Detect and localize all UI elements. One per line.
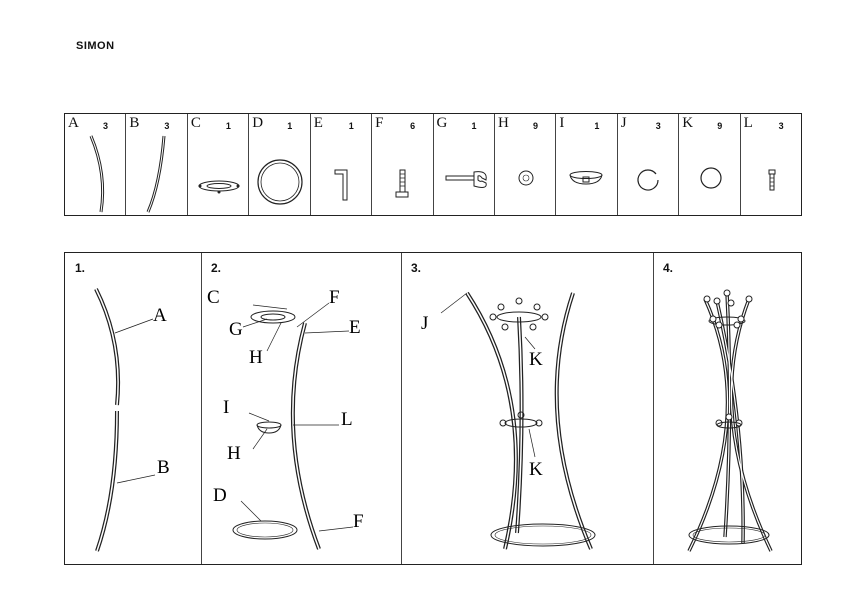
center-upright bbox=[515, 316, 524, 534]
assembly-steps: 1. A B 2. bbox=[64, 252, 802, 565]
label-g: G bbox=[229, 319, 243, 340]
part-cell-k: K 9 bbox=[679, 114, 741, 215]
label-k-top: K bbox=[529, 349, 543, 370]
part-cell-e: E 1 bbox=[311, 114, 373, 215]
assembled-coat-stand bbox=[687, 289, 773, 552]
part-cell-c: C 1 bbox=[188, 114, 250, 215]
part-letter: K bbox=[682, 115, 694, 131]
step-number: 2. bbox=[211, 261, 222, 275]
step-2-diagram: C F G E H I L H D F bbox=[207, 287, 364, 550]
part-quantity: 3 bbox=[655, 121, 661, 131]
step-4-panel: 4. bbox=[653, 253, 803, 564]
hook-ball-icon bbox=[700, 167, 722, 189]
base-ring bbox=[490, 523, 596, 547]
label-f-bottom: F bbox=[353, 511, 364, 532]
screw-icon bbox=[768, 169, 776, 191]
curved-tube-a bbox=[94, 288, 121, 406]
middle-hub-icon bbox=[569, 171, 603, 185]
part-letter: E bbox=[313, 115, 323, 131]
label-d: D bbox=[213, 485, 227, 506]
step-3-diagram: J K K bbox=[421, 291, 596, 550]
part-letter: D bbox=[252, 115, 264, 131]
step-3-panel: 3. bbox=[401, 253, 654, 564]
label-f-top: F bbox=[329, 287, 340, 308]
middle-hub bbox=[256, 421, 282, 434]
step-1-panel: 1. A B bbox=[65, 253, 202, 564]
wrench-icon bbox=[445, 171, 487, 188]
part-letter: L bbox=[743, 115, 753, 131]
right-upright bbox=[554, 292, 593, 550]
end-cap-icon bbox=[637, 169, 659, 191]
part-cell-f: F 6 bbox=[372, 114, 434, 215]
part-quantity: 1 bbox=[594, 121, 600, 131]
left-upright bbox=[465, 291, 518, 550]
base-ring bbox=[232, 520, 298, 540]
label-i: I bbox=[223, 397, 229, 418]
part-quantity: 9 bbox=[717, 121, 723, 131]
washer-icon bbox=[518, 170, 534, 186]
part-quantity: 3 bbox=[103, 121, 109, 131]
part-quantity: 1 bbox=[287, 121, 293, 131]
part-quantity: 1 bbox=[471, 121, 477, 131]
label-a: A bbox=[153, 305, 167, 326]
label-e: E bbox=[349, 317, 361, 338]
part-cell-b: B 3 bbox=[126, 114, 188, 215]
part-cell-d: D 1 bbox=[249, 114, 311, 215]
part-cell-g: G 1 bbox=[434, 114, 495, 215]
part-letter: I bbox=[559, 115, 565, 131]
top-hub bbox=[489, 297, 549, 331]
part-quantity: 9 bbox=[532, 121, 538, 131]
part-quantity: 1 bbox=[348, 121, 354, 131]
top-hub bbox=[250, 310, 296, 324]
part-letter: A bbox=[68, 115, 79, 131]
label-h-top: H bbox=[249, 347, 263, 368]
label-l: L bbox=[341, 409, 353, 430]
label-j: J bbox=[421, 313, 428, 334]
label-k-bottom: K bbox=[529, 459, 543, 480]
curved-tube-b bbox=[95, 410, 119, 552]
allen-key-icon bbox=[334, 169, 348, 201]
step-2-panel: 2. bbox=[201, 253, 402, 564]
top-hub-icon bbox=[198, 180, 240, 194]
part-letter: J bbox=[620, 115, 627, 131]
part-quantity: 1 bbox=[225, 121, 231, 131]
base-ring-icon bbox=[257, 159, 303, 205]
bolt-icon bbox=[395, 169, 409, 198]
part-cell-h: H 9 bbox=[495, 114, 557, 215]
document-title: SIMON bbox=[76, 40, 115, 52]
upright-tube bbox=[290, 322, 321, 550]
part-cell-l: L 3 bbox=[741, 114, 801, 215]
curved-tube-icon bbox=[147, 135, 166, 213]
part-cell-a: A 3 bbox=[65, 114, 127, 215]
part-letter: F bbox=[375, 115, 384, 131]
parts-table: A 3 B 3 C 1 D 1 E 1 F 6 G 1 H 9 I 1 bbox=[64, 113, 802, 216]
middle-hub bbox=[499, 411, 543, 428]
label-b: B bbox=[157, 457, 170, 478]
label-c: C bbox=[207, 287, 220, 308]
step-number: 4. bbox=[663, 261, 674, 275]
part-cell-i: I 1 bbox=[556, 114, 618, 215]
part-letter: C bbox=[190, 115, 201, 131]
part-letter: H bbox=[497, 115, 509, 131]
step-1-diagram: A B bbox=[94, 288, 170, 552]
curved-tube-icon bbox=[89, 135, 105, 213]
step-number: 3. bbox=[411, 261, 422, 275]
part-quantity: 6 bbox=[410, 121, 416, 131]
part-quantity: 3 bbox=[164, 121, 170, 131]
step-number: 1. bbox=[75, 261, 86, 275]
part-cell-j: J 3 bbox=[618, 114, 680, 215]
part-letter: B bbox=[129, 115, 140, 131]
label-h-bottom: H bbox=[227, 443, 241, 464]
part-quantity: 3 bbox=[778, 121, 784, 131]
part-letter: G bbox=[436, 115, 448, 131]
